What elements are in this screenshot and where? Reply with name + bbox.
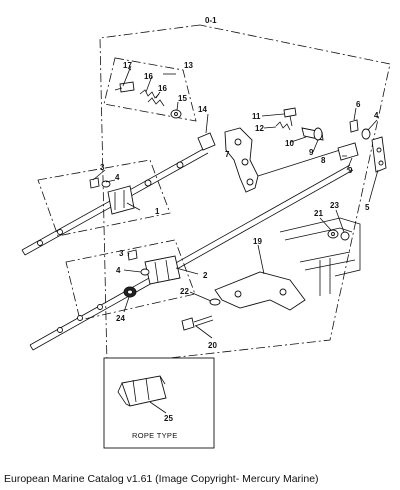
callout-11: 11	[252, 112, 261, 121]
callout-2: 2	[203, 271, 208, 280]
leader-lines	[92, 65, 379, 339]
part-4-washer-upper	[101, 180, 111, 188]
callout-9-lower: 9	[348, 166, 353, 175]
part-25-bracket	[117, 375, 167, 407]
rope-type-inset: 25 ROPE TYPE	[103, 357, 215, 449]
callout-13: 13	[184, 61, 193, 70]
callout-16-upper: 16	[144, 72, 153, 81]
callout-labels: 13 17 16 16 15 14 11 12 10 9 7 8 9 6 4 5…	[100, 61, 379, 350]
callout-24: 24	[116, 314, 125, 323]
callout-8: 8	[321, 156, 326, 165]
callout-23: 23	[330, 201, 339, 210]
part-8-link	[257, 142, 359, 177]
callout-14: 14	[198, 105, 207, 114]
callout-21: 21	[314, 209, 323, 218]
part-4-washer-right	[361, 128, 371, 140]
inset-frame	[103, 357, 215, 449]
callout-19: 19	[253, 237, 262, 246]
callout-12: 12	[255, 124, 264, 133]
callout-3-upper: 3	[100, 163, 105, 172]
part-17-pin	[114, 81, 135, 93]
part-16-spring	[139, 89, 165, 107]
part-7-lever	[224, 127, 259, 193]
part-15-washer	[170, 109, 182, 119]
group-outline-lower	[65, 239, 196, 321]
image-caption: European Marine Catalog v1.61 (Image Cop…	[4, 473, 319, 485]
callout-9-upper: 9	[309, 148, 314, 157]
shift-cable	[29, 164, 354, 351]
part-21-nut	[327, 229, 339, 239]
callout-22: 22	[180, 287, 189, 296]
part-24-grommet	[123, 286, 137, 298]
part-5-link	[371, 136, 387, 173]
callout-25: 25	[164, 414, 173, 423]
part-23-washer	[340, 231, 350, 241]
callout-4-upper: 4	[115, 173, 120, 182]
part-19-bracket	[214, 271, 306, 311]
part-1-bracket	[107, 185, 135, 215]
group-outline-upper	[37, 159, 171, 237]
callout-17: 17	[123, 61, 132, 70]
part-14-clip	[197, 132, 216, 151]
assembly-outline	[99, 24, 391, 366]
callout-20: 20	[208, 341, 217, 350]
kit-13-outline	[103, 57, 197, 122]
callout-7: 7	[225, 150, 230, 159]
parts-diagram: 0-1	[21, 16, 391, 449]
part-4-washer-lower	[140, 268, 150, 276]
part-22-washer	[209, 298, 221, 306]
leader-25	[149, 401, 167, 414]
rope-type-label: ROPE TYPE	[132, 431, 178, 440]
callout-6: 6	[356, 100, 361, 109]
engine-block	[279, 217, 361, 296]
part-10-rod	[301, 127, 324, 141]
callout-4-lower: 4	[116, 266, 121, 275]
part-12-spring	[275, 121, 291, 131]
assembly-number: 0-1	[205, 16, 217, 25]
callout-10: 10	[285, 139, 294, 148]
part-3-screw-upper	[89, 177, 100, 189]
part-3-screw-lower	[127, 249, 138, 261]
callout-1: 1	[155, 207, 160, 216]
callout-16-lower: 16	[158, 84, 167, 93]
part-11-screw	[283, 107, 297, 127]
callout-15: 15	[178, 94, 187, 103]
part-6-screw	[349, 119, 359, 133]
callout-3-lower: 3	[119, 249, 124, 258]
callout-4-right: 4	[374, 111, 379, 120]
part-20-bolt	[181, 315, 214, 331]
callout-5: 5	[365, 203, 370, 212]
part-2-bracket	[144, 255, 181, 285]
